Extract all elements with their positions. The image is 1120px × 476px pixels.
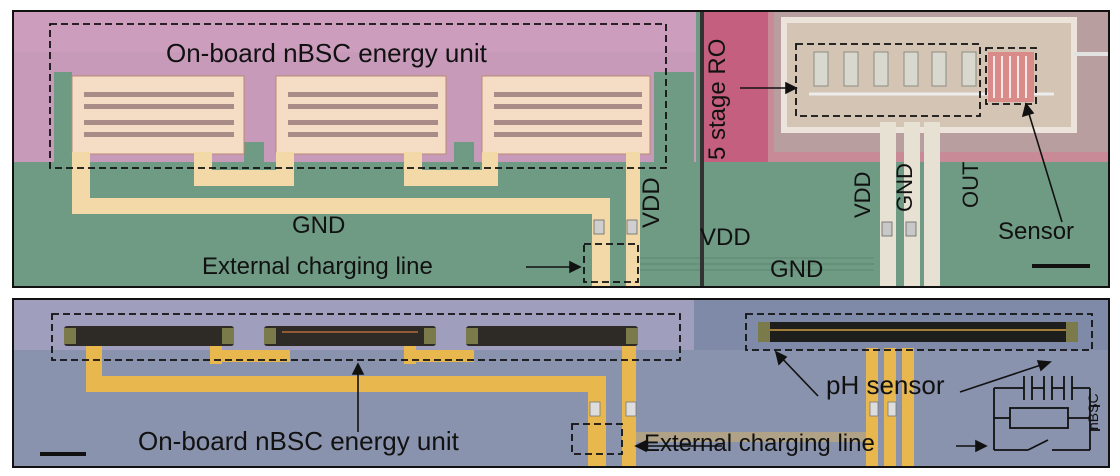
scale-bar-bottom (40, 452, 86, 456)
out-label: OUT (958, 161, 983, 208)
ph-sensor-strip (758, 322, 1078, 342)
external-line-label: External charging line (202, 253, 433, 280)
energy-unit-box (49, 23, 667, 169)
gnd-vert-label: GND (892, 163, 917, 212)
gold-traces (72, 152, 640, 286)
gnd-label: GND (292, 212, 346, 239)
external-line-label-bottom: External charging line (644, 430, 875, 457)
battery-cell-3 (481, 75, 651, 155)
battery-cells-bottom (64, 326, 638, 346)
ro-box (795, 43, 981, 117)
external-line-box-bottom (571, 423, 623, 455)
ph-sensor-label: pH sensor (826, 370, 945, 400)
battery-cell-1 (71, 75, 245, 155)
bottom-micrograph-panel: On-board nBSC energy unit External charg… (12, 298, 1110, 468)
vdd-mid-label: VDD (700, 224, 751, 251)
energy-unit-box-bottom (51, 313, 681, 361)
top-micrograph-panel: On-board nBSC energy unit GND VDD Extern… (12, 10, 1110, 288)
nbsc-label: nBSC (1085, 393, 1101, 430)
vdd-vert-label: VDD (850, 171, 875, 218)
sensor-box (985, 47, 1037, 105)
energy-unit-label: On-board nBSC energy unit (166, 38, 487, 68)
battery-cell-2 (275, 75, 447, 155)
bottom-micrograph-image (14, 300, 1108, 466)
ro-label: 5 stage RO (704, 38, 731, 160)
top-micrograph-image (14, 12, 1108, 286)
circuit-schematic (993, 376, 1100, 451)
energy-unit-label-bottom: On-board nBSC energy unit (138, 426, 459, 456)
ring-oscillator-components (813, 51, 977, 87)
scale-bar (1032, 264, 1090, 268)
external-line-box-top (583, 243, 639, 283)
vdd-label: VDD (638, 177, 665, 228)
gnd-mid-label: GND (770, 256, 824, 283)
sensor-label: Sensor (998, 218, 1075, 245)
ph-sensor-box (745, 313, 1093, 351)
